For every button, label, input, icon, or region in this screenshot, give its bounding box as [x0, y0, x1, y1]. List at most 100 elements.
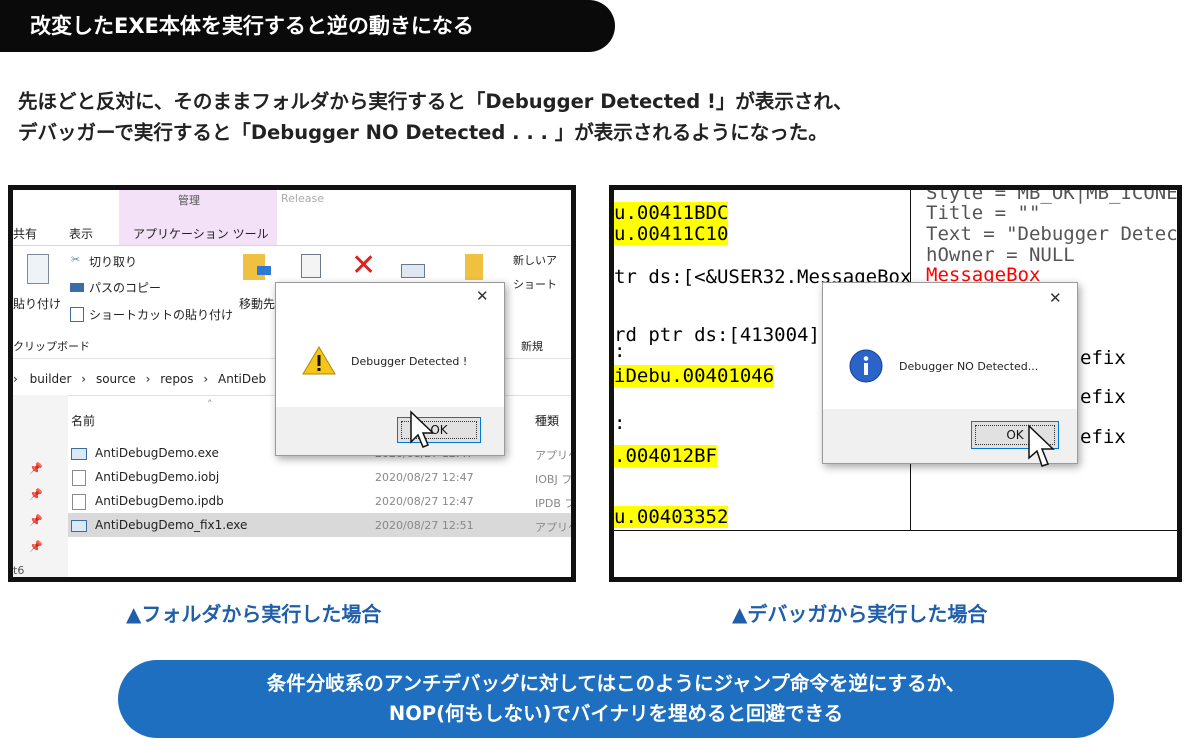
code-line: .004012BF — [614, 445, 717, 467]
intro-line-2: デバッガーで実行すると「Debugger NO Detected . . . 」… — [18, 121, 828, 144]
mouse-cursor-icon — [1028, 424, 1055, 467]
warning-icon — [302, 346, 336, 375]
new-group-label: 新規 — [521, 340, 543, 353]
pin-icon: 📌 — [29, 540, 43, 553]
tab-share[interactable]: 共有 — [13, 227, 38, 241]
shortcut-button[interactable]: ショート — [513, 278, 557, 291]
explorer-screenshot: 管理 Release 共有 表示 アプリケーション ツール 貼り付け ✂ 切り取… — [8, 185, 576, 582]
prefix-label: efix — [1080, 347, 1126, 369]
call-target: MessageBox — [926, 264, 1041, 286]
breadcrumb-source[interactable]: source — [95, 372, 136, 386]
paste-button[interactable]: 貼り付け — [13, 297, 62, 311]
ribbon-context-label: 管理 — [178, 194, 200, 207]
code-line: u.00411C10 — [614, 223, 729, 245]
pane-divider-horizontal — [614, 530, 1177, 531]
copy-path-icon — [70, 283, 84, 292]
code-line: rd ptr ds:[413004] — [614, 324, 820, 346]
dialog-message: Debugger Detected ! — [351, 355, 468, 368]
file-type: IPDB フ — [535, 497, 576, 510]
ribbon-release-label: Release — [281, 192, 324, 205]
ribbon-context-group — [119, 190, 277, 246]
message-box: ✕ Debugger NO Detected... OK — [822, 282, 1078, 464]
file-date: 2020/08/27 12:47 — [375, 471, 474, 484]
ok-label: OK — [430, 423, 448, 437]
intro-line-1: 先ほどと反対に、そのままフォルダから実行すると「Debugger Detecte… — [18, 90, 853, 113]
info-icon — [849, 349, 883, 383]
exe-file-icon — [71, 520, 87, 532]
new-folder-icon[interactable] — [465, 254, 483, 280]
file-name: AntiDebugDemo.iobj — [95, 470, 220, 484]
pin-icon: 📌 — [29, 462, 43, 475]
summary-line-2: NOP(何もしない)でバイナリを埋めると回避できる — [388, 702, 844, 725]
breadcrumb-sep: › — [203, 372, 209, 386]
dialog-message: Debugger NO Detected... — [899, 360, 1039, 373]
column-header-name[interactable]: 名前 — [71, 414, 96, 428]
ok-label: OK — [1006, 428, 1024, 442]
pin-icon: 📌 — [29, 488, 43, 501]
pin-icon: 📌 — [29, 514, 43, 527]
breadcrumb-sep: › — [81, 372, 87, 386]
header-title: 改変したEXE本体を実行すると逆の動きになる — [0, 0, 615, 52]
breadcrumb: › builder › source › repos › AntiDeb — [13, 372, 266, 386]
code-line: u.00411BDC — [614, 202, 729, 224]
breadcrumb-sep: › — [13, 372, 18, 386]
scissors-icon: ✂ — [71, 253, 81, 266]
copy-path-button[interactable]: パスのコピー — [89, 281, 162, 295]
summary-line-1: 条件分岐系のアンチデバッグに対してはこのようにジャンプ命令を逆にするか、 — [266, 672, 966, 695]
move-to-button[interactable]: 移動先 — [239, 297, 276, 311]
file-date: 2020/08/27 12:51 — [375, 519, 474, 532]
copy-to-icon[interactable] — [301, 254, 321, 278]
paste-shortcut-button[interactable]: ショートカットの貼り付け — [89, 308, 234, 322]
document-file-icon — [72, 470, 86, 486]
selected-row-highlight — [68, 513, 571, 537]
file-type: アプリケ — [535, 521, 576, 534]
code-line: u.00403352 — [614, 506, 729, 528]
intro-text: 先ほどと反対に、そのままフォルダから実行すると「Debugger Detecte… — [18, 86, 853, 148]
paste-shortcut-icon — [70, 307, 84, 322]
file-name: AntiDebugDemo.exe — [95, 446, 219, 460]
file-name: AntiDebugDemo_fix1.exe — [95, 518, 248, 532]
mouse-cursor-icon — [410, 410, 435, 448]
param-text: Text = "Debugger Detecte — [926, 223, 1182, 245]
breadcrumb-sep: › — [145, 372, 151, 386]
tab-app-tools[interactable]: アプリケーション ツール — [133, 227, 269, 241]
file-type: アプリケ — [535, 449, 576, 462]
debugger-screenshot: u.00411BDC u.00411C10 tr ds:[<&USER32.Me… — [609, 185, 1182, 582]
clipboard-group-label: クリップボード — [13, 340, 90, 353]
summary-banner: 条件分岐系のアンチデバッグに対してはこのようにジャンプ命令を逆にするか、 NOP… — [118, 660, 1114, 738]
code-line: iDebu.00401046 — [614, 365, 775, 387]
clipboard-icon — [27, 254, 49, 284]
param-title: Title = "" — [926, 202, 1041, 224]
file-type: IOBJ フ — [535, 473, 573, 486]
close-icon[interactable]: ✕ — [1049, 289, 1062, 307]
breadcrumb-builder[interactable]: builder — [29, 372, 72, 386]
ribbon-divider — [13, 245, 571, 246]
file-name: AntiDebugDemo.ipdb — [95, 494, 224, 508]
dialog-footer: OK — [276, 407, 504, 455]
caption-right: ▲デバッガから実行した場合 — [732, 602, 988, 626]
caption-left: ▲フォルダから実行した場合 — [126, 602, 382, 626]
code-line: : — [614, 340, 626, 362]
file-date: 2020/08/27 12:47 — [375, 495, 474, 508]
param-style: Style = MB_OK|MB_ICONEX — [926, 185, 1182, 204]
document-file-icon — [72, 494, 86, 510]
exe-file-icon — [71, 448, 87, 460]
sort-chevron-icon: ˄ — [207, 398, 213, 411]
rename-icon[interactable] — [401, 264, 425, 278]
message-box: ✕ Debugger Detected ! OK — [275, 282, 505, 456]
code-line: : — [614, 412, 626, 434]
column-header-type[interactable]: 種類 — [535, 414, 560, 428]
prefix-label: efix — [1080, 386, 1126, 408]
breadcrumb-repos[interactable]: repos — [160, 372, 194, 386]
param-owner: hOwner = NULL — [926, 244, 1075, 266]
new-item-button[interactable]: 新しいア — [513, 254, 557, 267]
delete-icon[interactable]: ✕ — [351, 248, 377, 283]
breadcrumb-antidebug[interactable]: AntiDeb — [218, 372, 267, 386]
close-icon[interactable]: ✕ — [476, 287, 489, 305]
tab-view[interactable]: 表示 — [69, 227, 94, 241]
move-arrow-icon — [257, 266, 271, 275]
nav-partial-label: t6 — [13, 564, 25, 577]
cut-button[interactable]: 切り取り — [89, 255, 138, 269]
prefix-label: efix — [1080, 426, 1126, 448]
navigation-pane[interactable] — [13, 395, 68, 577]
